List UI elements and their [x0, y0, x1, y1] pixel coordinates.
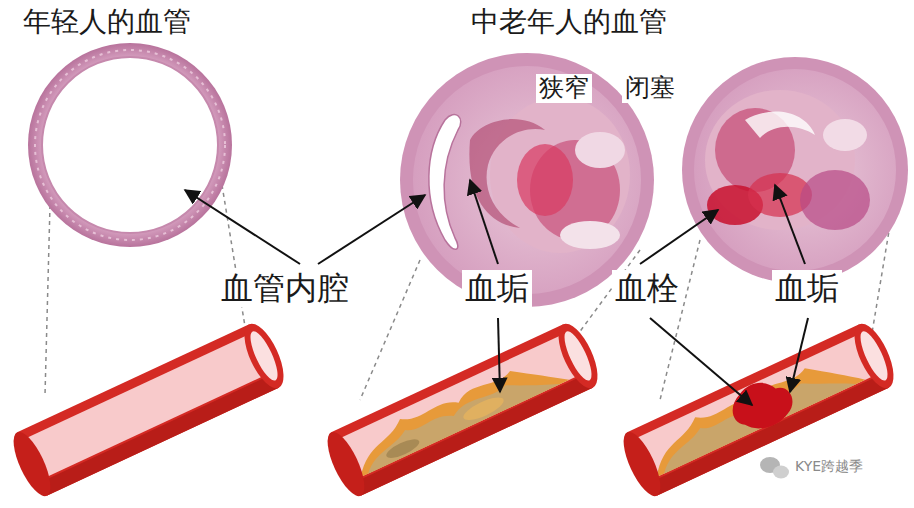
healthy-vessel-tube — [40, 374, 278, 496]
leader-lines — [470, 180, 498, 264]
watermark: KYE跨越季 — [792, 458, 866, 474]
leader-lines — [498, 318, 500, 392]
leader-lines — [185, 180, 808, 405]
panel-heading: 中老年人的血管 — [468, 6, 670, 38]
narrowed-vessel-tube — [551, 318, 606, 393]
occluded-vessel-tube — [653, 360, 856, 473]
narrowed-vessel-tube — [346, 347, 570, 477]
narrowed-cross-section — [560, 221, 620, 249]
watermark-icon — [760, 457, 789, 479]
condition-label: 闭塞 — [622, 74, 678, 103]
guide-lines — [360, 260, 420, 400]
healthy-vessel-tube — [245, 328, 282, 384]
leader-lines — [650, 318, 752, 405]
narrowed-cross-section — [400, 53, 654, 307]
healthy-vessel-tube — [237, 318, 292, 393]
leader-lines — [318, 195, 425, 264]
occluded-cross-section — [682, 57, 908, 283]
narrowed-vessel-tube — [559, 328, 596, 384]
condition-label: 狭窄 — [536, 74, 592, 103]
part-label: 血管内腔 — [218, 270, 352, 307]
panel-heading: 年轻人的血管 — [20, 6, 194, 38]
narrowed-cross-section — [517, 144, 573, 216]
healthy-vessel-tube — [6, 318, 291, 501]
healthy-cross-section — [35, 50, 225, 240]
occluded-cross-section — [800, 170, 870, 230]
part-label: 血垢 — [462, 270, 532, 307]
narrowed-cross-section — [575, 132, 625, 168]
narrowed-vessel-tube — [320, 427, 371, 501]
narrowed-cross-section — [429, 115, 461, 250]
narrowed-vessel-tube — [331, 324, 593, 496]
narrowed-vessel-tube — [358, 362, 560, 473]
leader-lines — [640, 210, 718, 264]
occluded-cross-section — [694, 69, 896, 271]
occluded-vessel-tube — [616, 318, 901, 501]
occluded-vessel-tube — [847, 318, 902, 393]
leader-lines — [185, 190, 300, 264]
part-label: 血栓 — [612, 270, 682, 307]
occluded-vessel-tube — [641, 345, 866, 477]
healthy-vessel-tube — [6, 427, 57, 501]
watermark-icon — [773, 466, 789, 479]
healthy-cross-section — [28, 43, 232, 247]
occluded-vessel-tube — [616, 427, 667, 501]
part-label: 血垢 — [772, 270, 842, 307]
narrowed-vessel-tube — [320, 318, 605, 501]
narrowed-vessel-tube — [384, 436, 422, 462]
occluded-cross-section — [745, 112, 815, 138]
narrowed-cross-section — [400, 53, 654, 307]
healthy-cross-section — [28, 43, 232, 247]
leader-lines — [790, 318, 808, 392]
narrowed-cross-section — [413, 66, 641, 294]
occluded-vessel-tube — [725, 371, 800, 438]
guide-lines — [45, 205, 50, 395]
occluded-vessel-tube — [855, 328, 892, 384]
occluded-cross-section — [823, 119, 867, 151]
occluded-vessel-tube — [627, 324, 889, 496]
healthy-cross-section — [42, 57, 218, 233]
narrowed-vessel-tube — [461, 393, 507, 424]
guide-lines — [222, 185, 248, 345]
healthy-vessel-tube — [17, 324, 279, 496]
occluded-cross-section — [682, 57, 908, 283]
leader-lines — [775, 185, 805, 264]
guide-lines — [660, 240, 700, 400]
